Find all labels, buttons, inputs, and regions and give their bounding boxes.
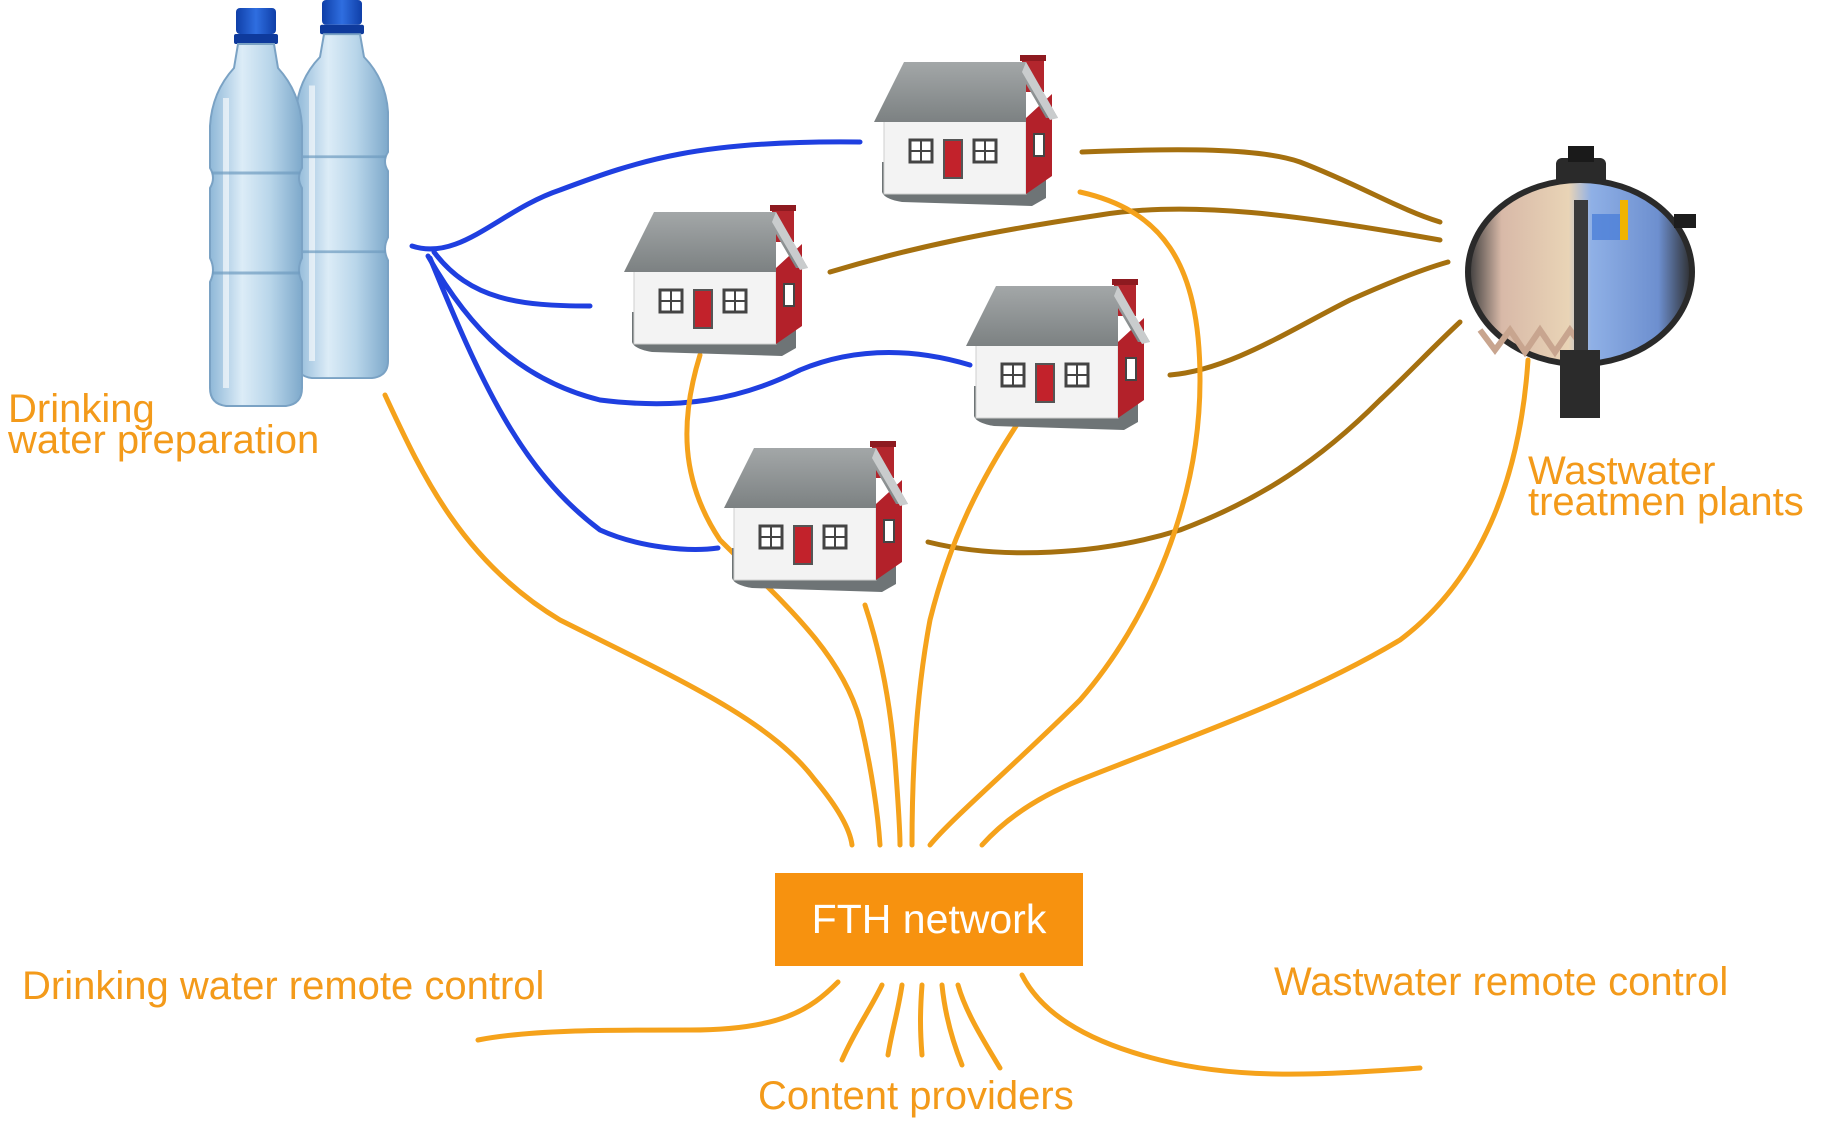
- content-providers-label: Content providers: [758, 1074, 1074, 1118]
- drinking-water-preparation-label: Drinking water preparation: [8, 387, 320, 463]
- house-icon: [964, 277, 1152, 432]
- wastewater-treatment-plants-label: Wastwater treatmen plants: [1528, 449, 1804, 525]
- house-icon: [722, 439, 910, 594]
- wastewater-pipes: [827, 147, 1463, 556]
- wastewater-tank-icon: [1465, 146, 1696, 418]
- wastewater-remote-control-label: Wastwater remote control: [1274, 960, 1729, 1004]
- fiber-lines: [382, 189, 1531, 1077]
- house-icon: [622, 203, 810, 358]
- drinking-water-pipes: [409, 139, 973, 552]
- fth-network-box: FTH network: [775, 873, 1083, 966]
- fth-network-label: FTH network: [811, 896, 1047, 942]
- house-icon: [872, 53, 1060, 208]
- wastewater-treatment-plants-line1: Wastwater: [1528, 449, 1716, 493]
- wastewater-treatment-plants-line2: treatmen plants: [1528, 480, 1804, 525]
- drinking-water-preparation-line1: Drinking: [8, 387, 155, 431]
- water-bottles-icon: [210, 0, 388, 406]
- drinking-water-remote-control-label: Drinking water remote control: [22, 964, 545, 1008]
- drinking-water-preparation-line2: water preparation: [8, 418, 320, 463]
